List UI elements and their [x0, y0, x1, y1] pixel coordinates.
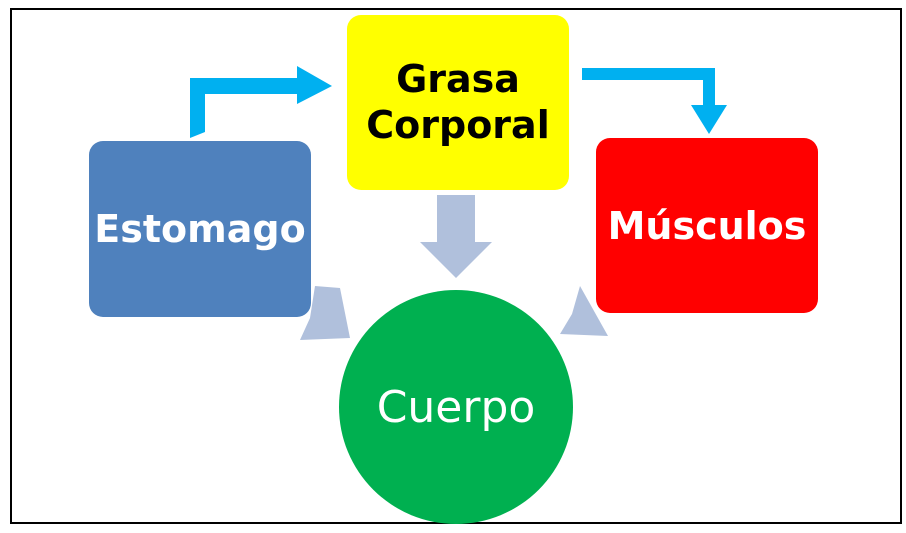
node-grasa-label-2: Corporal: [366, 102, 550, 147]
arrow-estomago-to-grasa: [190, 66, 332, 138]
node-musculos-label: Músculos: [607, 203, 807, 248]
node-cuerpo-label: Cuerpo: [376, 381, 536, 433]
node-musculos: Músculos: [596, 138, 818, 313]
arrow-grasa-to-musculos: [582, 68, 727, 134]
arrow-grasa-to-cuerpo: [420, 195, 492, 278]
node-grasa-corporal: Grasa Corporal: [347, 15, 569, 190]
node-estomago-label: Estomago: [94, 207, 306, 251]
node-grasa-label-1: Grasa: [396, 56, 520, 101]
node-cuerpo: Cuerpo: [339, 290, 573, 524]
arrow-estomago-to-cuerpo: [300, 286, 350, 340]
arrow-musculos-to-cuerpo: [560, 286, 608, 336]
node-estomago: Estomago: [89, 141, 311, 317]
